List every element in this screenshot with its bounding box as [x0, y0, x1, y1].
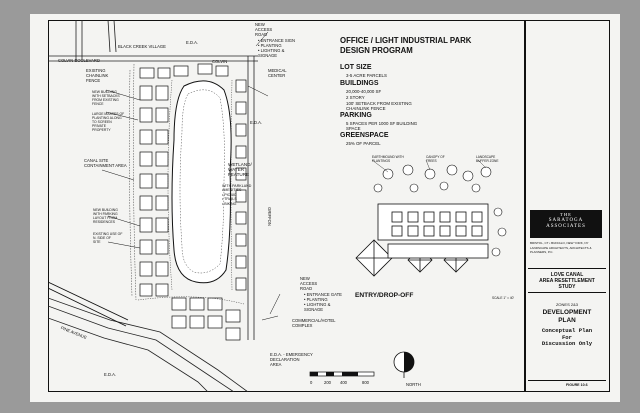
- program-subtitle: DESIGN PROGRAM: [340, 46, 413, 55]
- inset-callout-1: EARTHMOUND WITH PLANTINGS: [372, 155, 404, 163]
- inset-buildings: [377, 203, 489, 241]
- buildings-heading: BUILDINGS: [340, 80, 379, 87]
- parking-item: 5 SPACES PER 1000 SF BUILDING SPACE: [346, 121, 418, 131]
- inset-roofs: [355, 239, 489, 277]
- black-creek-village-label: BLACK CREEK VILLAGE: [118, 44, 166, 49]
- colvin-label: COLVIN: [212, 59, 228, 64]
- canal-area-label: CANAL SITE CONTAINMENT AREA: [84, 158, 127, 168]
- tree-masses: [129, 63, 245, 305]
- title-block-blank: [530, 24, 606, 208]
- plan-subtitle: Conceptual Plan For Discussion Only: [541, 327, 593, 348]
- wetland-items-label: WITH PARKLAND AMENITIES • PICNIC • TRAIL…: [222, 184, 252, 206]
- scale-bar: [309, 371, 375, 377]
- access-items-bottom-label: • ENTRANCE GATE • PLANTING • LIGHTING & …: [304, 292, 342, 312]
- colvin-boulevard-label: COLVIN BOULEVARD: [58, 58, 100, 63]
- greenspace-item: 25% OF PARCEL: [346, 141, 381, 146]
- title-rule-2: [528, 292, 606, 293]
- zone-label: ZONES 2&3: [555, 302, 578, 307]
- scale-value-400: 400: [340, 380, 347, 385]
- note-c-label: NEW BUILDING WITH PARKING LAYOUT FROM RE…: [93, 208, 118, 224]
- firm-line-2: LANDSCAPE ARCHITECTS, ARCHITECTS & PLANN…: [530, 246, 592, 254]
- lot-size-item: 3-5 ACRE PARCELS: [346, 73, 387, 78]
- highway: [48, 281, 129, 327]
- firm-line-1: BRISTOL, CT • BUFFALO, NEW YORK, NY: [530, 241, 589, 245]
- existing-chainlink-label: EXISTING CHAINLINK FENCE: [86, 68, 109, 83]
- inset-scale-note: SCALE 1" = 40': [492, 296, 515, 300]
- road-lines: [48, 20, 258, 392]
- eda-bottom-label: E.D.A.: [104, 372, 117, 377]
- greenspace-heading: GREENSPACE: [340, 132, 389, 139]
- buildings-item-1: 20,000-40,000 SF: [346, 89, 382, 94]
- note-d-label: EXISTING USE OF N. SIDE OF SITE: [93, 232, 123, 244]
- inset-callout-3: LANDSCAPE BUFFER ZONE: [476, 155, 499, 163]
- commercial-hotel-label: COMMERCIAL/HOTEL COMPLEX: [292, 318, 336, 328]
- project-name: LOVE CANAL AREA RESETTLEMENT STUDY: [539, 272, 595, 290]
- firm-the: THE: [560, 212, 572, 217]
- figure-number: FIGURE 10.6: [566, 383, 588, 387]
- north-arrow-icon: [393, 351, 415, 378]
- title-rule-1: [528, 268, 606, 269]
- inset-caption: ENTRY/DROP-OFF: [355, 292, 414, 299]
- leader-lines: [101, 31, 281, 321]
- access-items-top-label: • ENTRANCE SIGN • PLANTING • LIGHTING & …: [258, 38, 296, 58]
- firm-name: SARATOGA ASSOCIATES: [546, 218, 586, 229]
- wetland-water-feature: [171, 80, 232, 284]
- drawing-frame: [48, 20, 610, 392]
- entry-dropoff-inset: [355, 159, 507, 277]
- plan-title: DEVELOPMENT PLAN: [542, 309, 592, 324]
- wetland-label: WETLAND/ WATER FEATURE: [228, 162, 252, 177]
- scale-value-0: 0: [310, 380, 313, 385]
- drawing-sheet: [30, 14, 620, 402]
- new-access-road-top-label: NEW ACCESS ROAD: [255, 22, 273, 37]
- firm-logo-box: THE SARATOGA ASSOCIATES: [530, 210, 602, 238]
- inset-trees: [373, 164, 507, 257]
- note-b-label: LARGE MASSES OF PLANTING ALONG TO SCREEN…: [92, 112, 125, 132]
- eda-top-label: E.D.A.: [186, 40, 199, 45]
- medical-center-label: MEDICAL CENTER: [268, 68, 287, 78]
- inset-leaders: [371, 159, 487, 173]
- buildings-item-2: 2 STORY: [346, 95, 365, 100]
- scale-value-800: 800: [362, 380, 369, 385]
- inset-callout-2: CANOPY OF TREES: [426, 155, 445, 163]
- site-plan: [48, 20, 281, 392]
- scale-value-200: 200: [324, 380, 331, 385]
- buildings-item-3: 100' SETBACK FROM EXISTING CHAINLINK FEN…: [346, 101, 412, 111]
- title-rule-3: [528, 380, 606, 381]
- parking-heading: PARKING: [340, 112, 372, 119]
- program-title: OFFICE / LIGHT INDUSTRIAL PARK: [340, 36, 472, 45]
- north-label: NORTH: [406, 382, 421, 387]
- lot-size-heading: LOT SIZE: [340, 64, 372, 71]
- eda-mid-label: E.D.A.: [250, 120, 263, 125]
- title-block-divider: [524, 20, 526, 392]
- note-a-label: NEW BUILDING WITH SETBACKS FROM EXISTING…: [92, 90, 120, 106]
- griffon-label: GRIFFON: [266, 207, 272, 226]
- new-access-road-bottom-label: NEW ACCESS ROAD: [300, 276, 318, 291]
- eda-zone-label: E.D.A. - EMERGENCY DECLARATION AREA: [270, 352, 313, 367]
- parcel-blocks: [139, 63, 247, 341]
